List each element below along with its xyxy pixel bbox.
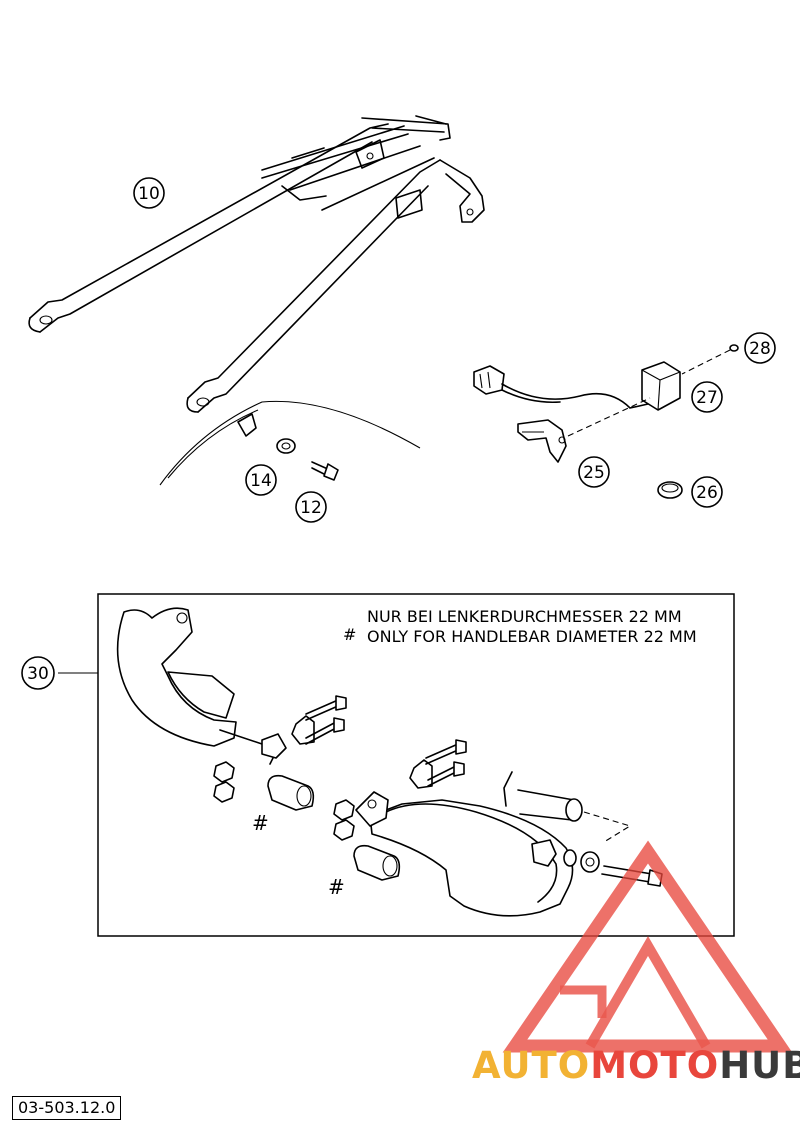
fender-outline: [159, 400, 421, 486]
fender-mount-point: [237, 413, 257, 437]
light-assembly-part: [473, 344, 739, 463]
svg-text:10: 10: [138, 184, 160, 204]
left-bolts-part: [305, 695, 347, 745]
washer-part: [276, 438, 296, 454]
screw-part: [311, 461, 339, 481]
callout-27: 27: [691, 381, 723, 413]
watermark-logo: [502, 840, 793, 1053]
watermark-text: AUTOMOTOHUB: [472, 1044, 800, 1087]
callout-26: 26: [691, 476, 723, 508]
callout-30: 30: [21, 656, 55, 690]
luggage-rack-part: [28, 115, 485, 413]
callout-12: 12: [295, 491, 327, 523]
svg-text:25: 25: [583, 463, 605, 483]
callout-10: 10: [133, 177, 165, 209]
right-bolts-part: [425, 739, 467, 787]
right-clamp-sleeve-part: [353, 844, 401, 881]
left-handguard-part: [116, 607, 315, 765]
note-line-de: NUR BEI LENKERDURCHMESSER 22 MM: [367, 607, 682, 626]
callout-28: 28: [744, 332, 776, 364]
svg-text:14: 14: [250, 471, 272, 491]
callout-25: 25: [578, 456, 610, 488]
svg-text:28: 28: [749, 339, 771, 359]
svg-text:12: 12: [300, 498, 322, 518]
hash-marker-right: #: [328, 875, 345, 899]
svg-text:30: 30: [27, 664, 49, 684]
left-nuts-part: [213, 761, 235, 803]
cap-part: [657, 481, 683, 499]
right-handguard-part: [355, 759, 574, 917]
reference-code: 03-503.12.0: [12, 1096, 122, 1120]
kit-frame: [97, 593, 735, 937]
note-symbol: #: [343, 625, 356, 644]
svg-text:26: 26: [696, 483, 718, 503]
svg-text:27: 27: [696, 388, 718, 408]
note-line-en: ONLY FOR HANDLEBAR DIAMETER 22 MM: [367, 627, 697, 646]
right-nuts-part: [333, 799, 355, 841]
left-clamp-sleeve-part: [267, 774, 315, 811]
hash-marker-left: #: [252, 811, 269, 835]
handlebar-end-part: [503, 771, 632, 843]
callout-14: 14: [245, 464, 277, 496]
